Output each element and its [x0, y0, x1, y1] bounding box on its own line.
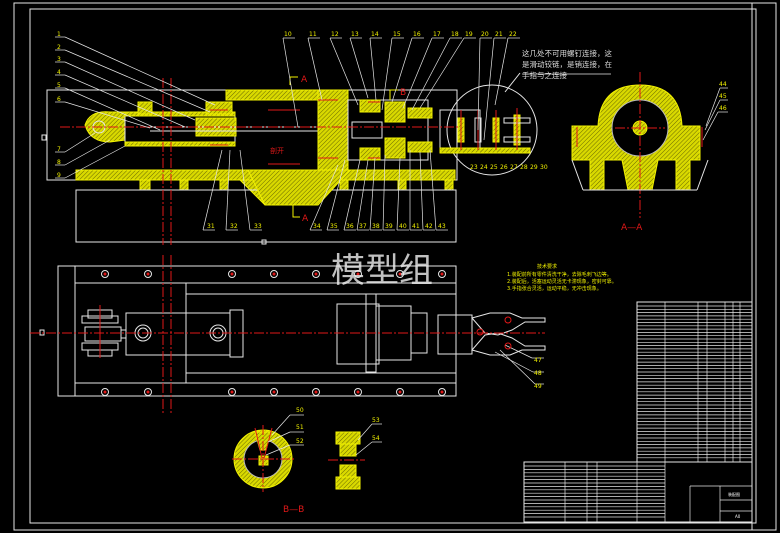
section-b-b-title: B—B: [283, 505, 304, 515]
main-section-view: A B A 剖开: [41, 72, 538, 245]
part-label: 42: [425, 223, 433, 230]
title-block-drawing-name: 装配图: [728, 491, 740, 497]
part-label: 16: [413, 31, 421, 38]
part-label: 4: [57, 69, 61, 76]
inner-frame: [29, 8, 757, 524]
part-label: 53: [372, 417, 380, 424]
svg-text:是滑动铰链，是销连接，在: 是滑动铰链，是销连接，在: [522, 59, 612, 69]
part-label: 34: [313, 223, 321, 230]
part-label: 45: [719, 93, 727, 100]
part-label: 29: [530, 164, 538, 171]
svg-text:手指与之连接: 手指与之连接: [522, 70, 567, 80]
tech-requirements: 技术要求 1.装配前所有零件清洗干净，去除毛刺飞边等。 2.装配后，活塞运动灵活…: [507, 263, 617, 292]
part-label: 47: [534, 357, 542, 364]
part-label: 10: [284, 31, 292, 38]
part-label: 43: [438, 223, 446, 230]
part-label: 37: [359, 223, 367, 230]
part-label: 31: [207, 223, 215, 230]
part-label: 54: [372, 435, 380, 442]
part-label: 8: [57, 159, 61, 166]
part-label: 11: [309, 31, 317, 38]
parts-list-table-lower: 装配图 A0: [523, 461, 753, 523]
part-label: 46: [719, 105, 727, 112]
local-section-label: 剖开: [270, 146, 284, 155]
title-block-sheet: A0: [735, 514, 741, 519]
part-label: 13: [351, 31, 359, 38]
part-label: 25: [490, 164, 498, 171]
part-label: 12: [331, 31, 339, 38]
tech-requirements-title: 技术要求: [537, 263, 557, 270]
part-label: 9: [57, 172, 61, 179]
section-marker-b-top: B: [400, 88, 406, 98]
svg-text:3.手指张合灵活，运动平稳，无冲击现象。: 3.手指张合灵活，运动平稳，无冲击现象。: [507, 285, 602, 292]
part-label: 23: [470, 164, 478, 171]
part-label: 24: [480, 164, 488, 171]
detail-circle: [446, 84, 538, 176]
part-label: 14: [371, 31, 379, 38]
part-label: 51: [296, 424, 304, 431]
watermark: 模型组: [331, 251, 433, 291]
bolt-holes: [101, 270, 446, 396]
part-label: 3: [57, 56, 61, 63]
section-marker-a-top: A: [301, 75, 308, 85]
part-label: 35: [330, 223, 338, 230]
section-b-b-view: 50 51 52 53 54 B—B: [232, 407, 382, 515]
part-label: 38: [372, 223, 380, 230]
parts-list-table: [636, 301, 753, 463]
part-label: 28: [520, 164, 528, 171]
slide-hinge-note: 这几处不可用螺钉连接，这 是滑动铰链，是销连接，在 手指与之连接: [522, 48, 612, 80]
part-label: 33: [254, 223, 262, 230]
part-label: 32: [230, 223, 238, 230]
part-label: 15: [393, 31, 401, 38]
top-rail: [225, 89, 319, 101]
part-label: 21: [495, 31, 503, 38]
part-label: 1: [57, 31, 61, 38]
part-label: 39: [385, 223, 393, 230]
part-label: 2: [57, 44, 61, 51]
part-label: 44: [719, 81, 727, 88]
part-label: 26: [500, 164, 508, 171]
part-label: 19: [465, 31, 473, 38]
part-label: 48: [534, 370, 542, 377]
part-label: 6: [57, 96, 61, 103]
plan-view: 47 48 49: [30, 255, 546, 415]
svg-text:1.装配前所有零件清洗干净，去除毛刺飞边等。: 1.装配前所有零件清洗干净，去除毛刺飞边等。: [507, 271, 612, 278]
part-label: 20: [481, 31, 489, 38]
part-label: 49: [534, 383, 542, 390]
svg-text:2.装配后，活塞运动灵活无卡滞现象，密封可靠。: 2.装配后，活塞运动灵活无卡滞现象，密封可靠。: [507, 278, 617, 285]
section-a-a-view: 44 45 46 A—A: [571, 72, 728, 233]
part-label: 17: [433, 31, 441, 38]
part-label: 30: [540, 164, 548, 171]
section-marker-a-bottom: A: [302, 214, 309, 224]
part-label: 52: [296, 438, 304, 445]
svg-text:这几处不可用螺钉连接，这: 这几处不可用螺钉连接，这: [522, 48, 612, 58]
part-label: 36: [346, 223, 354, 230]
part-label: 7: [57, 146, 61, 153]
part-labels: 1 2 3 4 5 6 7 8 9 10 11 12 13 14 15 16 1…: [57, 31, 548, 230]
part-label: 18: [451, 31, 459, 38]
section-a-a-title: A—A: [621, 223, 643, 233]
leader-lines: [55, 36, 216, 179]
part-label: 40: [399, 223, 407, 230]
part-label: 27: [510, 164, 518, 171]
part-label: 22: [509, 31, 517, 38]
outer-frame: [13, 2, 777, 531]
part-label: 41: [412, 223, 420, 230]
part-label: 50: [296, 407, 304, 414]
part-label: 5: [57, 82, 61, 89]
